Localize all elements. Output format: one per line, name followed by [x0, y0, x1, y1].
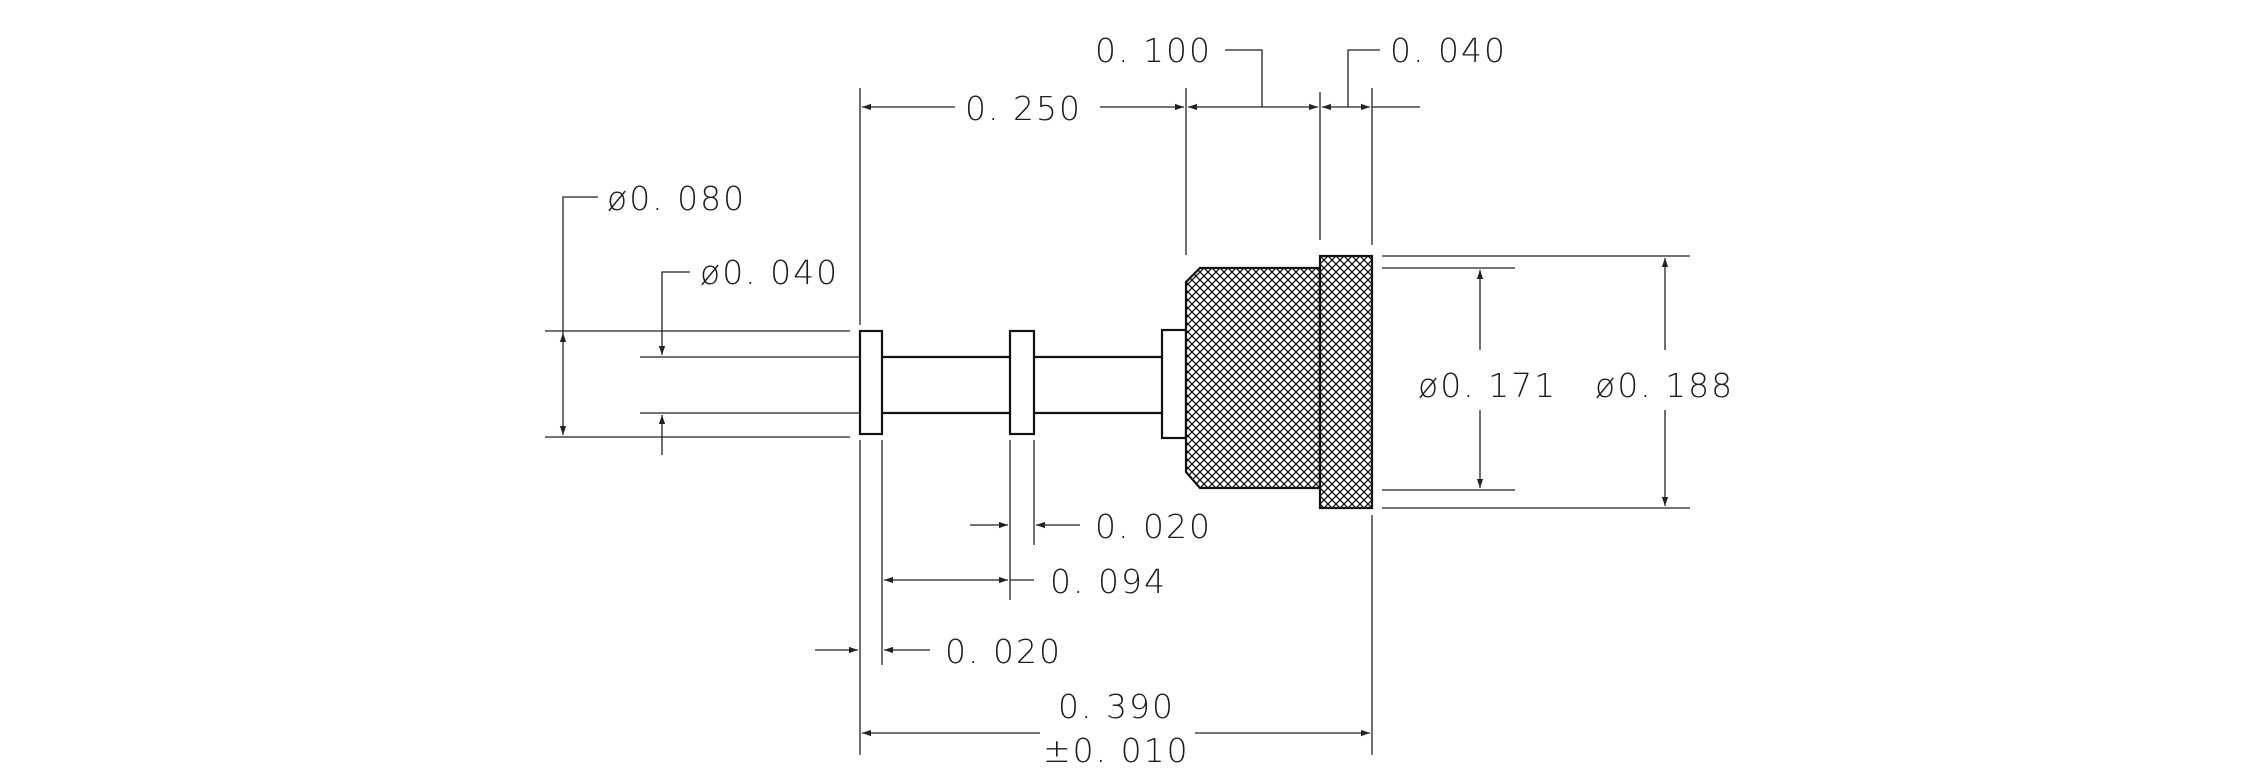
knurled-collar: [1318, 254, 1374, 510]
dimension-labels: 0. 100 0. 040 0. 250 ø0. 080 ø0. 040 ø0.…: [607, 31, 1734, 770]
label-0250: 0. 250: [965, 89, 1082, 128]
label-dia0188: ø0. 188: [1595, 366, 1734, 405]
dim-0040-leader: [1347, 49, 1380, 107]
second-flange: [1008, 329, 1036, 436]
pin-part: [640, 254, 1374, 510]
dim-dia0080-leader: [562, 196, 598, 333]
label-0040: 0. 040: [1390, 31, 1507, 70]
label-dia0171: ø0. 171: [1418, 366, 1557, 405]
label-0100: 0. 100: [1095, 31, 1212, 70]
first-flange: [858, 329, 884, 436]
knurled-head: [1184, 266, 1322, 490]
neck-step: [1160, 328, 1188, 440]
dim-0100-leader: [1225, 49, 1263, 107]
label-0020-first: 0. 020: [945, 632, 1062, 671]
label-overall-tolerance: ±0. 010: [1043, 731, 1190, 770]
extension-lines: [545, 88, 1690, 755]
label-0020-flange: 0. 020: [1095, 507, 1212, 546]
dimension-lines: [559, 49, 1669, 737]
dim-dia0040-leader: [661, 271, 690, 295]
label-overall-length: 0. 390: [1058, 687, 1175, 726]
label-dia0040: ø0. 040: [700, 253, 839, 292]
label-0094: 0. 094: [1050, 562, 1167, 601]
label-dia0080: ø0. 080: [607, 179, 746, 218]
